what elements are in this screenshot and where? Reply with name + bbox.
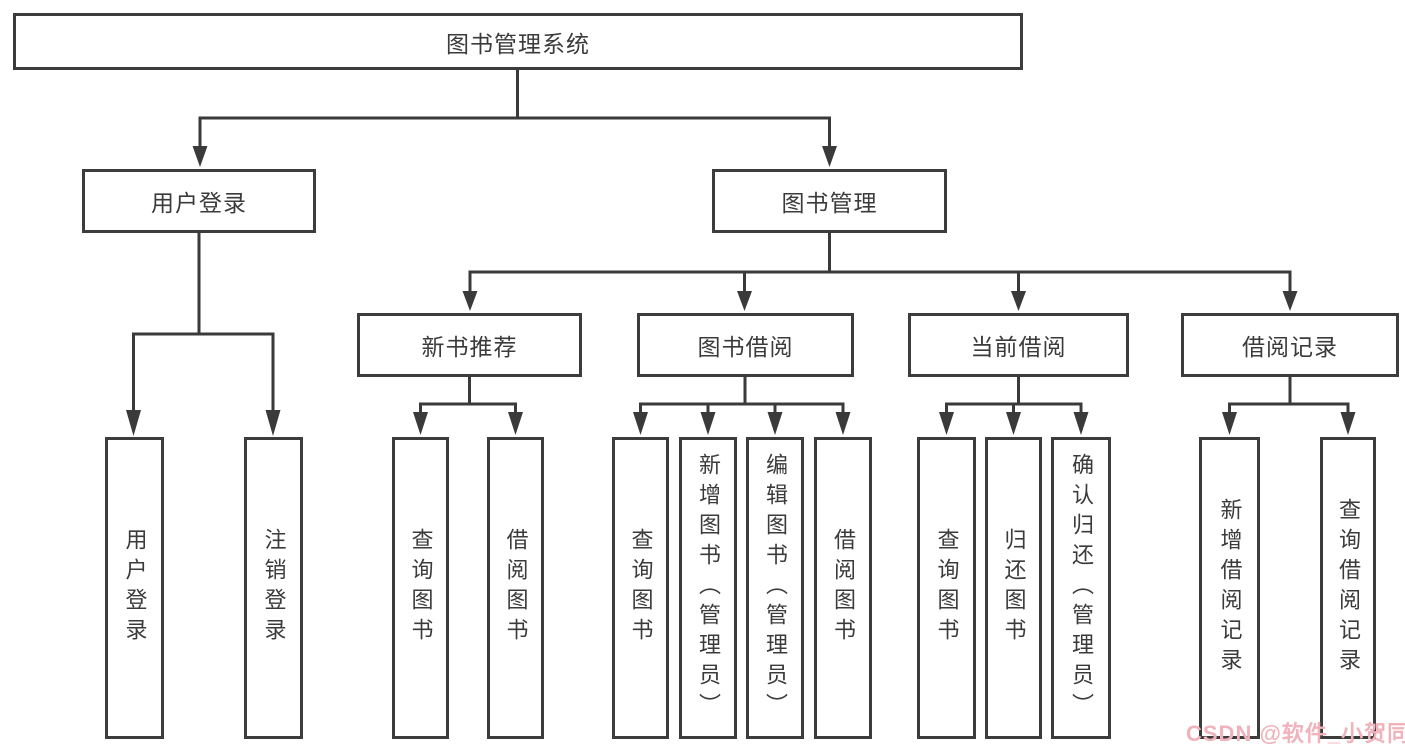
node-leaf-bb-borrow: 借阅图书 [814, 437, 872, 739]
node-borrow-records: 借阅记录 [1181, 313, 1399, 377]
arrow-to-leaf-nb-borrow [508, 412, 523, 435]
arrow-to-borrow-records [1282, 291, 1298, 311]
node-book-mgmt-group: 图书管理 [712, 169, 947, 233]
node-leaf-br-query-label: 查询借阅记录 [1336, 498, 1361, 678]
node-new-book-rec-label: 新书推荐 [421, 334, 518, 360]
arrow-to-leaf-bb-add [700, 412, 716, 435]
node-leaf-user-login-label: 用户登录 [122, 528, 148, 648]
arrow-to-leaf-nb-query [413, 412, 428, 435]
arrow-to-leaf-logout [265, 410, 281, 436]
node-leaf-cb-return: 归还图书 [985, 437, 1042, 739]
arrow-to-leaf-bb-borrow [835, 412, 851, 435]
arrow-to-leaf-cb-confirm [1073, 412, 1089, 435]
node-leaf-cb-confirm: 确认归还（管理员） [1051, 437, 1111, 739]
arrow-to-leaf-br-query [1340, 412, 1356, 435]
arrow-to-leaf-cb-query [939, 412, 954, 435]
node-leaf-br-add-label: 新增借阅记录 [1217, 498, 1243, 678]
arrow-to-leaf-bb-edit [767, 412, 783, 435]
node-root: 图书管理系统 [13, 13, 1023, 70]
csdn-watermark: CSDN @软件_小贺同学 [1186, 721, 1405, 746]
node-leaf-nb-borrow: 借阅图书 [487, 437, 544, 739]
node-leaf-bb-borrow-label: 借阅图书 [831, 528, 856, 648]
arrow-to-user-login-group [192, 146, 208, 167]
node-leaf-cb-return-label: 归还图书 [1001, 528, 1027, 648]
node-leaf-logout: 注销登录 [244, 437, 303, 739]
node-book-borrow: 图书借阅 [637, 313, 854, 377]
node-user-login-group: 用户登录 [82, 169, 316, 233]
node-borrow-records-label: 借阅记录 [1242, 334, 1338, 360]
arrow-to-leaf-br-add [1222, 412, 1237, 435]
arrow-to-book-borrow [737, 291, 752, 311]
node-current-borrow: 当前借阅 [908, 313, 1129, 377]
node-leaf-cb-confirm-label: 确认归还（管理员） [1069, 453, 1094, 723]
node-leaf-nb-borrow-label: 借阅图书 [503, 528, 529, 648]
node-leaf-nb-query-label: 查询图书 [408, 528, 434, 648]
arrow-to-book-mgmt-group [822, 146, 837, 167]
node-leaf-bb-query: 查询图书 [612, 437, 669, 739]
arrow-to-leaf-cb-return [1006, 412, 1021, 435]
node-leaf-bb-query-label: 查询图书 [628, 528, 654, 648]
node-user-login-group-label: 用户登录 [151, 190, 247, 216]
node-leaf-cb-query: 查询图书 [917, 437, 976, 739]
arrowheads [126, 146, 1356, 436]
arrow-to-current-borrow [1011, 291, 1026, 311]
node-book-mgmt-group-label: 图书管理 [781, 190, 878, 216]
node-leaf-br-query: 查询借阅记录 [1320, 437, 1376, 739]
node-leaf-cb-query-label: 查询图书 [934, 528, 960, 648]
node-leaf-bb-edit-label: 编辑图书（管理员） [763, 453, 788, 723]
arrow-to-new-book-rec [462, 291, 478, 311]
node-new-book-rec: 新书推荐 [357, 313, 582, 377]
arrow-to-leaf-user-login [126, 410, 141, 436]
node-current-borrow-label: 当前借阅 [970, 334, 1067, 360]
node-leaf-bb-add: 新增图书（管理员） [679, 437, 737, 739]
node-leaf-nb-query: 查询图书 [392, 437, 449, 739]
node-book-borrow-label: 图书借阅 [697, 334, 794, 360]
node-root-label: 图书管理系统 [446, 30, 590, 57]
node-leaf-bb-add-label: 新增图书（管理员） [696, 453, 721, 723]
node-leaf-br-add: 新增借阅记录 [1199, 437, 1260, 739]
node-leaf-bb-edit: 编辑图书（管理员） [746, 437, 804, 739]
node-leaf-user-login: 用户登录 [105, 437, 164, 739]
arrow-to-leaf-bb-query [633, 412, 648, 435]
connector-path [132, 70, 1350, 415]
node-leaf-logout-label: 注销登录 [261, 528, 287, 648]
